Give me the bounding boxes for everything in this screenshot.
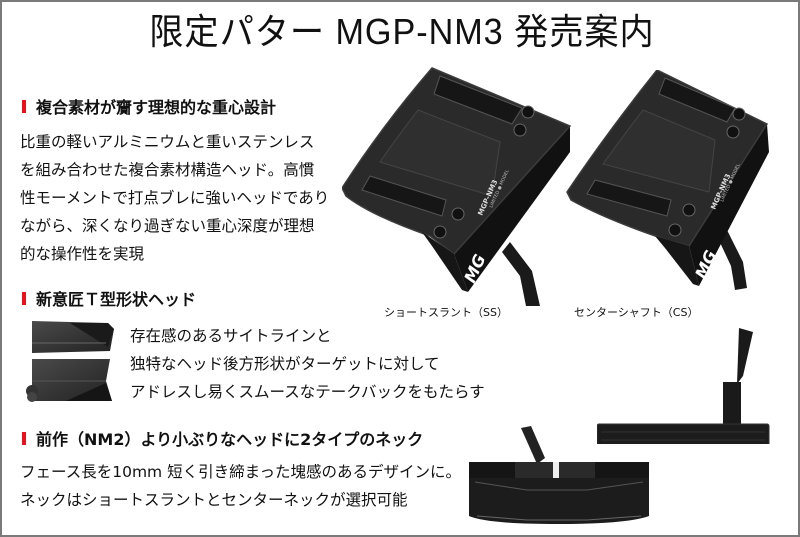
accent-bar	[22, 291, 26, 305]
section-heading-text: 新意匠Ｔ型形状ヘッド	[36, 290, 197, 309]
section-heading-t-head: 新意匠Ｔ型形状ヘッド	[22, 286, 196, 310]
caption-center-shaft: センターシャフト（CS）	[574, 306, 699, 319]
putter-ss-image: MGP-NM3 LIMITED ● MODEL MG	[342, 67, 572, 306]
section-body-t-head: 存在感のあるサイトラインと 独特なヘッド後方形状がターゲットに対して アドレスし…	[130, 322, 485, 406]
accent-bar	[22, 99, 26, 113]
body-line: アドレスし易くスムースなテークバックをもたらす	[130, 383, 485, 401]
body-line: 独特なヘッド後方形状がターゲットに対して	[130, 355, 440, 373]
section-heading-neck-types: 前作（NM2）より小ぶりなヘッドに2タイプのネック	[22, 426, 423, 450]
body-line: を組み合わせた複合素材構造ヘッド。高慣	[20, 161, 315, 179]
section-body-cg-design: 比重の軽いアルミニウムと重いステンレス を組み合わせた複合素材構造ヘッド。高慣 …	[20, 128, 329, 268]
body-line: ながら、深くなり過ぎない重心深度が理想	[20, 217, 315, 235]
caption-short-slant: ショートスラント（SS）	[384, 306, 508, 319]
body-line: 存在感のあるサイトラインと	[130, 327, 332, 345]
section-heading-text: 前作（NM2）より小ぶりなヘッドに2タイプのネック	[36, 430, 424, 449]
body-line: 的な操作性を実現	[20, 245, 145, 263]
section-heading-text: 複合素材が齎す理想的な重心設計	[36, 98, 277, 117]
t-head-detail-icon	[26, 321, 114, 402]
page-title: 限定パター MGP-NM3 発売案内	[149, 11, 655, 52]
section-heading-cg-design: 複合素材が齎す理想的な重心設計	[22, 94, 276, 118]
body-line: 性モーメントで打点ブレに強いヘッドであり	[20, 189, 330, 207]
putter-back-icon: MG	[597, 328, 770, 444]
accent-bar	[22, 431, 26, 445]
putter-head-icon: MGP-NM3 LIMITED ● MODEL MG	[566, 70, 769, 290]
body-line: 比重の軽いアルミニウムと重いステンレス	[20, 133, 315, 151]
section-body-neck-types: フェース長を10mm 短く引き締まった塊感のあるデザインに。 ネックはショートス…	[20, 458, 461, 514]
body-line: ネックはショートスラントとセンターネックが選択可能	[20, 491, 408, 509]
putter-face-icon	[469, 426, 649, 524]
putter-cs-image: MGP-NM3 LIMITED ● MODEL MG	[566, 70, 769, 290]
body-line: フェース長を10mm 短く引き締まった塊感のあるデザインに。	[20, 463, 461, 481]
putter-head-icon: MGP-NM3 LIMITED ● MODEL MG	[342, 67, 572, 306]
